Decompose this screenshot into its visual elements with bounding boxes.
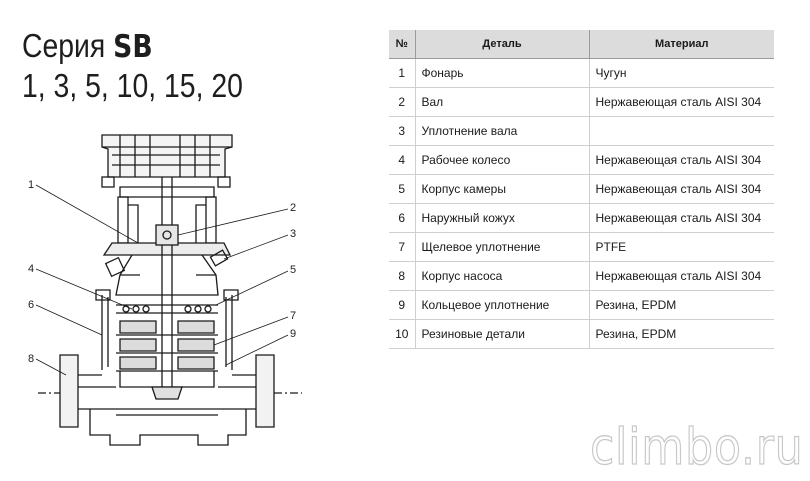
row-material: Резина, EPDM: [589, 290, 774, 320]
model-list: 1, 3, 5, 10, 15, 20: [22, 67, 243, 104]
callout-8: 8: [28, 353, 34, 365]
watermark-text: climbo.ru: [590, 417, 804, 476]
row-material: Нержавеющая сталь AISI 304: [589, 174, 774, 204]
row-material: Резина, EPDM: [589, 319, 774, 349]
series-title: Серия SB: [22, 27, 153, 66]
callout-7: 7: [290, 310, 296, 322]
row-number: 5: [389, 174, 416, 204]
callout-5: 5: [290, 264, 296, 276]
callout-1: 1: [28, 179, 34, 191]
header-number: №: [389, 30, 416, 59]
callout-9: 9: [290, 328, 296, 340]
row-number: 7: [389, 232, 416, 262]
pump-cross-section-drawing: 1 2 3 4 5 6 7 9 8: [28, 134, 302, 446]
callout-2: 2: [290, 202, 296, 214]
series-word: Серия: [22, 27, 106, 64]
series-code: SB: [113, 29, 153, 65]
row-material: Нержавеющая сталь AISI 304: [589, 261, 774, 291]
row-number: 4: [389, 145, 416, 175]
row-part: Рабочее колесо: [415, 145, 590, 175]
row-number: 6: [389, 203, 416, 233]
row-material: Нержавеющая сталь AISI 304: [589, 203, 774, 233]
row-part: Резиновые детали: [415, 319, 590, 349]
row-part: Фонарь: [415, 58, 590, 88]
row-material: [589, 116, 774, 146]
row-material: Нержавеющая сталь AISI 304: [589, 87, 774, 117]
row-material: Чугун: [589, 58, 774, 88]
callout-6: 6: [28, 299, 34, 311]
row-part: Корпус камеры: [415, 174, 590, 204]
row-part: Уплотнение вала: [415, 116, 590, 146]
table-header-row: № Деталь Материал: [389, 30, 774, 59]
header-part: Деталь: [414, 30, 590, 59]
row-number: 9: [389, 290, 416, 320]
row-number: 2: [389, 87, 416, 117]
row-part: Щелевое уплотнение: [415, 232, 590, 262]
row-number: 1: [389, 58, 416, 88]
row-part: Наружный кожух: [415, 203, 590, 233]
callout-3: 3: [290, 228, 296, 240]
row-material: PTFE: [589, 232, 774, 262]
row-part: Корпус насоса: [415, 261, 590, 291]
row-part: Вал: [415, 87, 590, 117]
row-number: 10: [389, 319, 416, 349]
row-part: Кольцевое уплотнение: [415, 290, 590, 320]
row-number: 8: [389, 261, 416, 291]
row-material: Нержавеющая сталь AISI 304: [589, 145, 774, 175]
row-number: 3: [389, 116, 416, 146]
header-material: Материал: [588, 30, 774, 59]
callout-4: 4: [28, 263, 34, 275]
